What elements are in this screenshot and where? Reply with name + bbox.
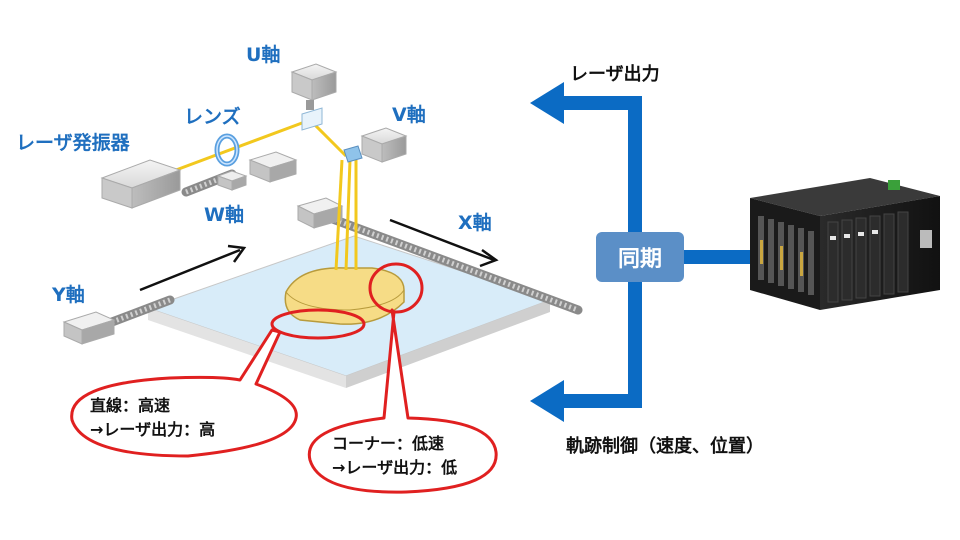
x-axis-rail bbox=[325, 213, 583, 315]
x-axis-motor bbox=[296, 197, 344, 229]
v-axis-motor bbox=[360, 127, 408, 163]
u-axis-motor bbox=[290, 63, 338, 110]
lens-label: レンズ bbox=[184, 106, 241, 128]
workpiece bbox=[284, 267, 405, 325]
straight-section-highlight bbox=[270, 308, 366, 340]
laser-output-arrow bbox=[530, 82, 564, 124]
corner-callout-text: コーナー：低速 →レーザ出力：低 bbox=[332, 432, 457, 480]
corner-callout-bubble bbox=[307, 308, 498, 494]
w-axis-motor bbox=[248, 151, 298, 183]
corner-callout-line1: コーナー：低速 bbox=[332, 434, 445, 453]
corner-section-highlight bbox=[368, 262, 424, 314]
u-mirror bbox=[301, 107, 323, 131]
lens-carriage bbox=[216, 170, 248, 191]
lens-icon bbox=[214, 133, 240, 167]
trajectory-control-label: 軌跡制御（速度、位置） bbox=[566, 436, 764, 457]
x-axis-label: X軸 bbox=[458, 212, 492, 234]
corner-callout-line2: →レーザ出力：低 bbox=[332, 458, 458, 477]
sync-box: 同期 bbox=[596, 232, 684, 282]
v-mirror bbox=[343, 145, 363, 163]
straight-callout-bubble bbox=[70, 328, 298, 458]
y-direction-arrow bbox=[139, 244, 247, 292]
w-axis-label: W軸 bbox=[204, 204, 244, 226]
y-axis-motor bbox=[62, 311, 116, 345]
laser-beam-down bbox=[334, 159, 358, 271]
laser-oscillator-label: レーザ発振器 bbox=[16, 132, 130, 154]
v-axis-label: V軸 bbox=[392, 104, 426, 126]
y-axis-rail bbox=[107, 295, 175, 327]
x-direction-arrow bbox=[389, 218, 499, 268]
trajectory-control-arrow bbox=[530, 380, 564, 422]
u-axis-label: U軸 bbox=[246, 44, 281, 66]
straight-callout-line1: 直線：高速 bbox=[90, 396, 171, 415]
y-axis-label: Y軸 bbox=[52, 284, 85, 306]
laser-oscillator-box bbox=[100, 159, 182, 209]
laser-output-label: レーザ出力 bbox=[570, 64, 660, 85]
sync-flow-lines bbox=[562, 96, 752, 408]
straight-callout-line2: →レーザ出力：高 bbox=[90, 420, 216, 439]
motion-controller-device bbox=[750, 178, 940, 310]
straight-callout-text: 直線：高速 →レーザ出力：高 bbox=[90, 394, 215, 442]
